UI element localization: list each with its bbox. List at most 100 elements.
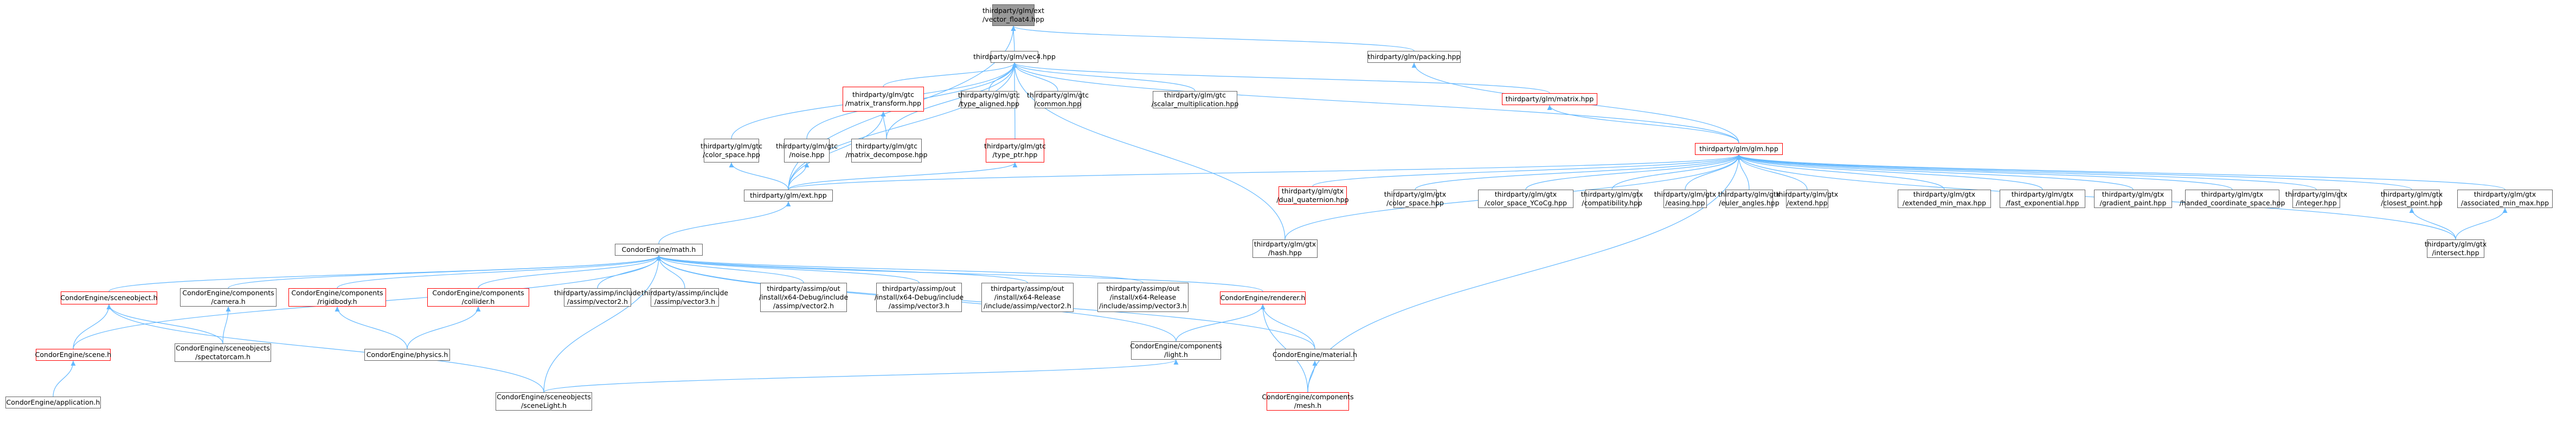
edge-n12-n27 [1736,154,2506,190]
edge-n12-n22 [1736,154,2043,190]
edge-n30-n33 [337,255,661,289]
edge-n12-n25 [1736,154,2317,190]
edge-n12-n15 [1415,154,1742,190]
node-label-line: thirdparty/glm/gtx [1654,190,1717,198]
node-label-line: thirdparty/glm/gtx [2102,190,2164,198]
node-n9[interactable]: thirdparty/glm/gtc/noise.hpp [776,139,838,163]
node-n11[interactable]: thirdparty/glm/gtc/type_ptr.hpp [984,139,1046,163]
edge-n12-n16 [1525,154,1742,190]
node-n39[interactable]: thirdparty/assimp/out/install/x64-Releas… [981,283,1074,312]
node-n3[interactable]: thirdparty/glm/gtc/matrix_transform.hpp [843,87,924,112]
node-n38[interactable]: thirdparty/assimp/out/install/x64-Debug/… [874,283,964,312]
dependency-edges [53,25,2508,397]
node-n49[interactable]: CondorEngine/components/mesh.h [1262,392,1354,411]
edge-n1-n13 [788,62,1017,190]
node-n32[interactable]: CondorEngine/components/camera.h [180,288,277,307]
edge-n32-n43 [222,306,231,344]
node-n42[interactable]: CondorEngine/scene.h [35,349,111,361]
node-n35[interactable]: thirdparty/assimp/include/assimp/vector2… [554,288,641,307]
node-n6[interactable]: thirdparty/glm/gtc/scalar_multiplication… [1152,91,1238,108]
node-n46[interactable]: CondorEngine/material.h [1272,349,1358,361]
node-label-line: CondorEngine/material.h [1272,350,1358,359]
node-n43[interactable]: CondorEngine/sceneobjects/spectatorcam.h [175,343,271,362]
node-label-line: /mesh.h [1294,401,1322,410]
edge-n12-n20 [1736,154,1808,190]
edge-n30-n38 [656,255,920,283]
node-label-line: thirdparty/glm/gtx [1581,190,1643,198]
node-n18[interactable]: thirdparty/glm/gtx/easing.hpp [1654,190,1716,208]
node-n4[interactable]: thirdparty/glm/gtc/type_aligned.hpp [958,91,1020,108]
edge-n1-n3 [883,62,1017,87]
node-n26[interactable]: thirdparty/glm/gtx/closest_point.hpp [2381,190,2443,208]
node-label-line: thirdparty/glm/gtx [1776,190,1839,198]
node-label-line: /assimp/vector3.h [888,302,950,310]
node-label-line: /light.h [1164,350,1188,359]
node-label-line: /sceneLight.h [521,401,567,410]
node-label-line: CondorEngine/sceneobjects [176,344,270,352]
node-n15[interactable]: thirdparty/glm/gtx/color_space.hpp [1384,190,1446,208]
node-label-line: CondorEngine/sceneobjects [497,393,591,401]
node-n31[interactable]: CondorEngine/sceneobject.h [60,291,158,304]
edge-n41-n49 [1260,304,1308,393]
node-label-line: thirdparty/glm/packing.hpp [1367,53,1461,61]
node-n1[interactable]: thirdparty/glm/vec4.hpp [973,51,1056,63]
node-label-line: /install/x64-Debug/include [759,293,849,301]
node-n28[interactable]: thirdparty/glm/gtx/hash.hpp [1252,239,1318,258]
node-n47[interactable]: CondorEngine/application.h [5,397,101,408]
node-label-line: CondorEngine/components [432,289,524,297]
node-label-line: /fast_exponential.hpp [2006,199,2079,207]
node-n5[interactable]: thirdparty/glm/gtc/common.hpp [1027,91,1089,108]
node-label-line: thirdparty/glm/gtc [701,142,762,150]
edge-n31-n43 [106,304,223,344]
node-label-line: /euler_angles.hpp [1719,199,1780,207]
node-label-line: /install/x64-Release [1109,293,1177,301]
node-n30[interactable]: CondorEngine/math.h [615,244,703,256]
node-n25[interactable]: thirdparty/glm/gtx/integer.hpp [2285,190,2347,208]
node-label-line: /include/assimp/vector3.h [1099,302,1187,310]
node-n36[interactable]: thirdparty/assimp/include/assimp/vector3… [641,288,728,307]
node-label-line: thirdparty/glm/gtx [1281,187,1344,195]
node-n20[interactable]: thirdparty/glm/gtx/extend.hpp [1776,190,1838,208]
node-n45[interactable]: CondorEngine/components/light.h [1130,341,1222,360]
node-n27[interactable]: thirdparty/glm/gtx/associated_min_max.hp… [2457,190,2553,208]
node-n19[interactable]: thirdparty/glm/gtx/euler_angles.hpp [1718,190,1780,208]
node-n17[interactable]: thirdparty/glm/gtx/compatibility.hpp [1581,190,1643,208]
node-label-line: thirdparty/glm/gtx [1913,190,1976,198]
node-n24[interactable]: thirdparty/glm/gtx/handed_coordinate_spa… [2180,190,2285,208]
node-n23[interactable]: thirdparty/glm/gtx/gradient_paint.hpp [2094,190,2172,208]
node-n34[interactable]: CondorEngine/components/collider.h [427,288,529,307]
node-label-line: /rigidbody.h [317,297,357,306]
node-label-line: CondorEngine/renderer.h [1220,294,1306,302]
node-n2[interactable]: thirdparty/glm/packing.hpp [1367,51,1461,63]
node-label-line: /collider.h [461,297,495,306]
node-label-line: /extended_min_max.hpp [1902,199,1987,207]
node-n22[interactable]: thirdparty/glm/gtx/fast_exponential.hpp [2000,190,2085,208]
node-n29[interactable]: thirdparty/glm/gtx/intersect.hpp [2425,239,2487,258]
node-n48[interactable]: CondorEngine/sceneobjects/sceneLight.h [496,392,592,411]
node-n37[interactable]: thirdparty/assimp/out/install/x64-Debug/… [759,283,849,312]
node-label-line: thirdparty/glm/gtx [2474,190,2536,198]
node-label-line: /install/x64-Debug/include [874,293,964,301]
node-label-line: /spectatorcam.h [195,353,250,361]
node-n41[interactable]: CondorEngine/renderer.h [1220,291,1306,304]
node-n44[interactable]: CondorEngine/physics.h [364,349,450,361]
node-n10[interactable]: thirdparty/glm/gtc/matrix_decompose.hpp [845,139,928,163]
node-label-line: /associated_min_max.hpp [2461,199,2549,207]
node-label-line: thirdparty/glm/ext.hpp [750,191,827,199]
edge-n30-n40 [656,255,1144,283]
node-n7[interactable]: thirdparty/glm/matrix.hpp [1502,93,1597,105]
node-n21[interactable]: thirdparty/glm/gtx/extended_min_max.hpp [1898,190,1991,208]
node-label-line: thirdparty/glm/gtx [2285,190,2348,198]
node-n40[interactable]: thirdparty/assimp/out/install/x64-Releas… [1097,283,1189,312]
node-n33[interactable]: CondorEngine/components/rigidbody.h [288,288,386,307]
edge-n13-n30 [658,201,791,244]
node-label-line: thirdparty/glm/gtc [1164,91,1226,99]
edge-n12-n49 [1307,154,1742,393]
node-n13[interactable]: thirdparty/glm/ext.hpp [744,190,833,202]
node-n14[interactable]: thirdparty/glm/gtx/dual_quaternion.hpp [1276,186,1349,205]
edge-n12-n13 [788,154,1742,190]
node-n16[interactable]: thirdparty/glm/gtx/color_space_YCoCg.hpp [1478,190,1573,208]
node-n12[interactable]: thirdparty/glm/glm.hpp [1695,143,1783,155]
node-n8[interactable]: thirdparty/glm/gtc/color_space.hpp [701,139,762,163]
